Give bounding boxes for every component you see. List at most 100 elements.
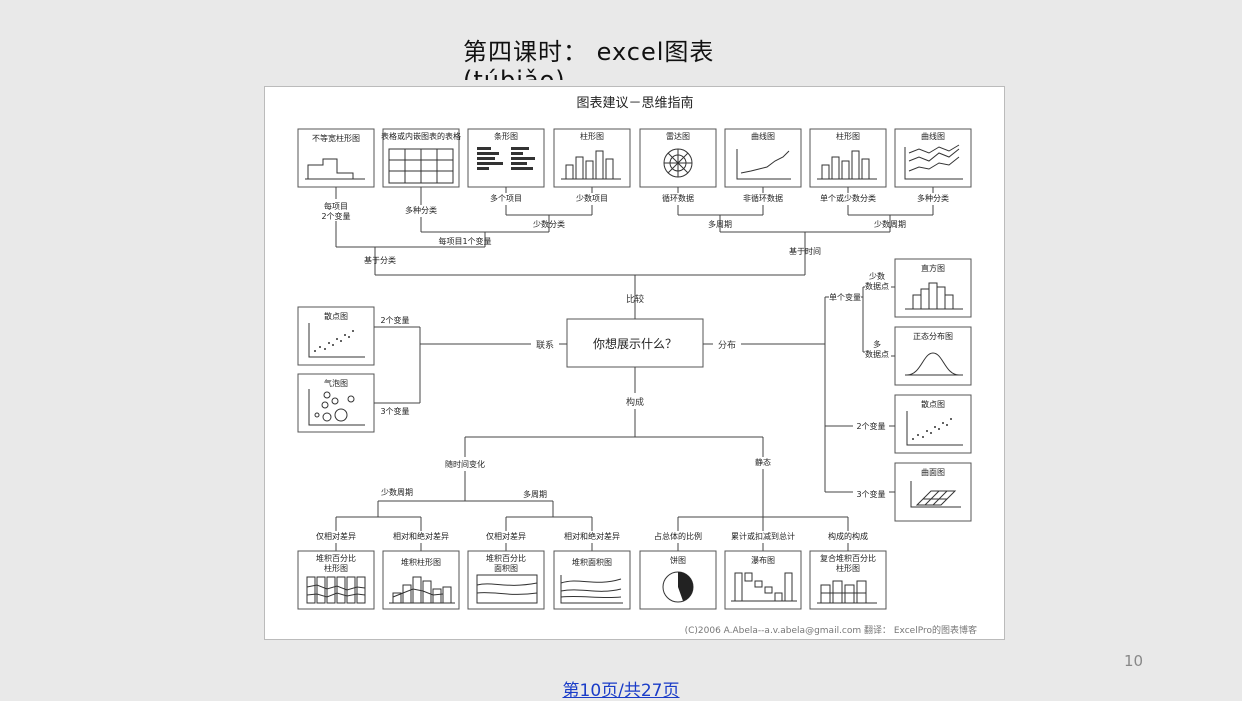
credit-text: (C)2006 A.Abela--a.v.abela@gmail.com 翻译：… bbox=[685, 624, 977, 636]
chart-label-line: 柱形图 bbox=[836, 563, 860, 573]
label-few-periods: 少数周期 bbox=[381, 487, 413, 497]
chart-label: 曲面图 bbox=[921, 467, 945, 477]
chart-label: 散点图 bbox=[324, 311, 348, 321]
center-question-box bbox=[566, 318, 704, 368]
chart-label: 雷达图 bbox=[666, 131, 690, 141]
stacked-column-icon bbox=[389, 576, 455, 604]
chart-label-line: 堆积百分比 bbox=[316, 553, 356, 563]
chart-label: 气泡图 bbox=[324, 378, 348, 388]
chart-box-waterfall bbox=[724, 550, 802, 610]
surface-chart-icon bbox=[910, 481, 961, 508]
radar-chart-icon bbox=[663, 148, 693, 178]
slide-title-line1: 第四课时： excel图表 bbox=[463, 38, 715, 66]
chart-label: 堆积百分比柱形图 bbox=[316, 553, 356, 573]
scatter-plot-icon bbox=[906, 411, 963, 446]
branch-compare: 比较 bbox=[626, 293, 644, 305]
top-label: 少数项目 bbox=[576, 193, 608, 203]
scatter-plot-icon bbox=[308, 323, 365, 358]
label-many-periods: 多周期 bbox=[708, 219, 732, 229]
diagram-svg: .t{font-family:"DejaVu Sans",sans-serif;… bbox=[297, 95, 977, 636]
chart-box-bubble bbox=[297, 373, 375, 433]
line-chart-icon bbox=[736, 149, 791, 180]
relation-connectors bbox=[374, 326, 421, 404]
chart-label-line: 柱形图 bbox=[324, 563, 348, 573]
waterfall-chart-icon bbox=[731, 572, 797, 602]
chart-box-scatter-distribution bbox=[894, 394, 972, 454]
chart-box-line-1 bbox=[724, 128, 802, 188]
label-relative-difference: 仅相对差异 bbox=[486, 531, 526, 541]
chart-label: 不等宽柱形图 bbox=[312, 133, 360, 143]
chart-chooser-diagram: .t{font-family:"DejaVu Sans",sans-serif;… bbox=[264, 86, 1005, 640]
top-connectors bbox=[335, 187, 934, 315]
column-chart-icon bbox=[817, 150, 877, 180]
label-single-variable: 单个变量 bbox=[829, 292, 861, 302]
chart-box-stacked-pct-area bbox=[467, 550, 545, 610]
chart-box-stacked-pct-column bbox=[297, 550, 375, 610]
chart-label: 条形图 bbox=[494, 131, 518, 141]
chart-label: 瀑布图 bbox=[751, 555, 775, 565]
footer-page-text: 第10页/共27页 bbox=[562, 681, 680, 701]
compound-stacked-column-icon bbox=[817, 580, 877, 604]
top-label-line: 每项目 bbox=[324, 201, 348, 211]
branch-relation: 联系 bbox=[536, 340, 554, 351]
label-relative-absolute: 相对和绝对差异 bbox=[393, 531, 449, 541]
chart-label: 正态分布图 bbox=[913, 331, 953, 341]
top-label: 循环数据 bbox=[662, 193, 694, 203]
page-number: 10 bbox=[1124, 652, 1144, 670]
diagram-title: 图表建议－思维指南 bbox=[576, 95, 693, 111]
chart-label: 曲线图 bbox=[751, 131, 775, 141]
chart-label: 堆积面积图 bbox=[572, 557, 612, 567]
label-static: 静态 bbox=[755, 457, 771, 467]
bar-chart-icon bbox=[477, 147, 535, 170]
label-few-data-points-line: 少数 bbox=[869, 271, 885, 281]
composition-connectors bbox=[335, 436, 849, 551]
chart-box-column-1 bbox=[553, 128, 631, 188]
label-few-data-points-line: 数据点 bbox=[865, 281, 889, 291]
center-connectors bbox=[420, 305, 825, 437]
bubble-chart-icon bbox=[308, 389, 365, 426]
chart-label: 饼图 bbox=[670, 555, 686, 565]
label-two-variables: 2个变量 bbox=[380, 315, 409, 325]
label-one-var-per-item: 每项目1个变量 bbox=[438, 236, 491, 246]
label-component: 构成的构成 bbox=[828, 531, 868, 541]
branch-distribution: 分布 bbox=[718, 339, 736, 351]
slide-title-line2: (túbiǎo) bbox=[463, 66, 566, 80]
bell-curve-icon bbox=[905, 352, 963, 376]
label-many-data-points-line: 多 bbox=[873, 339, 881, 349]
stacked-pct-area-icon bbox=[476, 574, 538, 604]
label-many-periods: 多周期 bbox=[523, 489, 547, 499]
chart-label: 堆积柱形图 bbox=[401, 557, 441, 567]
chart-label-line: 堆积百分比 bbox=[486, 553, 526, 563]
chart-label: 柱形图 bbox=[836, 131, 860, 141]
chart-label: 曲线图 bbox=[921, 131, 945, 141]
variable-width-column-icon bbox=[305, 158, 365, 180]
top-label: 多种分类 bbox=[405, 205, 437, 215]
footer-page-link[interactable]: 第10页/共27页 bbox=[0, 676, 1242, 701]
center-question: 你想展示什么？ bbox=[593, 336, 677, 351]
label-many-data-points-line: 数据点 bbox=[865, 349, 889, 359]
table-grid-icon bbox=[388, 148, 454, 184]
multi-line-chart-icon bbox=[904, 144, 963, 180]
label-three-variables: 3个变量 bbox=[856, 489, 885, 499]
chart-label: 表格或内嵌图表的表格 bbox=[381, 131, 461, 141]
stacked-area-icon bbox=[560, 575, 623, 604]
chart-label-line: 面积图 bbox=[494, 563, 518, 573]
chart-box-histogram bbox=[894, 258, 972, 318]
top-label: 多种分类 bbox=[917, 193, 949, 203]
top-label: 多个项目 bbox=[490, 193, 522, 203]
top-label: 单个或少数分类 bbox=[820, 193, 876, 203]
chart-label: 复合堆积百分比柱形图 bbox=[820, 553, 876, 573]
label-relative-difference: 仅相对差异 bbox=[316, 531, 356, 541]
chart-label: 散点图 bbox=[921, 399, 945, 409]
label-over-time: 随时间变化 bbox=[445, 459, 485, 469]
label-few-data-points: 少数数据点 bbox=[865, 271, 889, 291]
chart-label-line: 复合堆积百分比 bbox=[820, 553, 876, 563]
distribution-connectors bbox=[824, 286, 895, 493]
chart-label: 柱形图 bbox=[580, 131, 604, 141]
chart-box-variable-width-column bbox=[297, 128, 375, 188]
top-label-line: 2个变量 bbox=[321, 211, 350, 221]
chart-box-scatter-relation bbox=[297, 306, 375, 366]
label-three-variables: 3个变量 bbox=[380, 406, 409, 416]
chart-label: 直方图 bbox=[921, 263, 945, 273]
